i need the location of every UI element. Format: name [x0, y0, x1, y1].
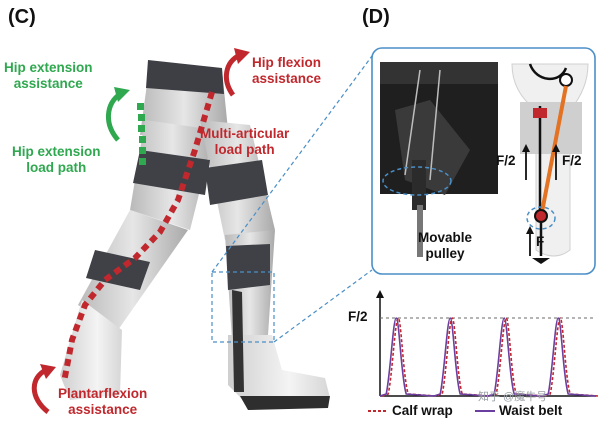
hip-extension-arrow	[108, 87, 130, 140]
connector-bottom	[274, 270, 372, 342]
plantarflexion-assistance-label: Plantarflexion assistance	[58, 386, 147, 417]
multi-articular-load-path-label: Multi-articular load path	[200, 126, 289, 157]
force-half-left-label: F/2	[496, 153, 516, 169]
hip-extension-load-path-label: Hip extension load path	[12, 144, 101, 175]
front-calf-wrap	[226, 244, 270, 290]
legend-calf-wrap: Calf wrap	[392, 403, 453, 419]
plantarflexion-arrow	[34, 364, 56, 412]
movable-pulley-label: Movable pulley	[418, 230, 472, 261]
force-half-right-label: F/2	[562, 153, 582, 169]
panel-c-label: (C)	[8, 6, 36, 29]
leg-illustration	[60, 60, 330, 410]
y-tick-label: F/2	[348, 309, 368, 325]
panel-d-label: (D)	[362, 6, 390, 29]
watermark: 知乎 @魔牛号	[478, 388, 547, 404]
force-full-label: F	[536, 234, 544, 250]
series-line-waist-belt	[380, 318, 596, 396]
hip-flexion-assistance-label: Hip flexion assistance	[252, 55, 321, 86]
hip-extension-assistance-label: Hip extension assistance	[4, 60, 93, 91]
legend-waist-belt: Waist belt	[499, 403, 562, 419]
heel-strut	[232, 290, 244, 392]
front-boot-sole	[240, 396, 330, 410]
hip-flexion-arrow	[226, 48, 250, 95]
